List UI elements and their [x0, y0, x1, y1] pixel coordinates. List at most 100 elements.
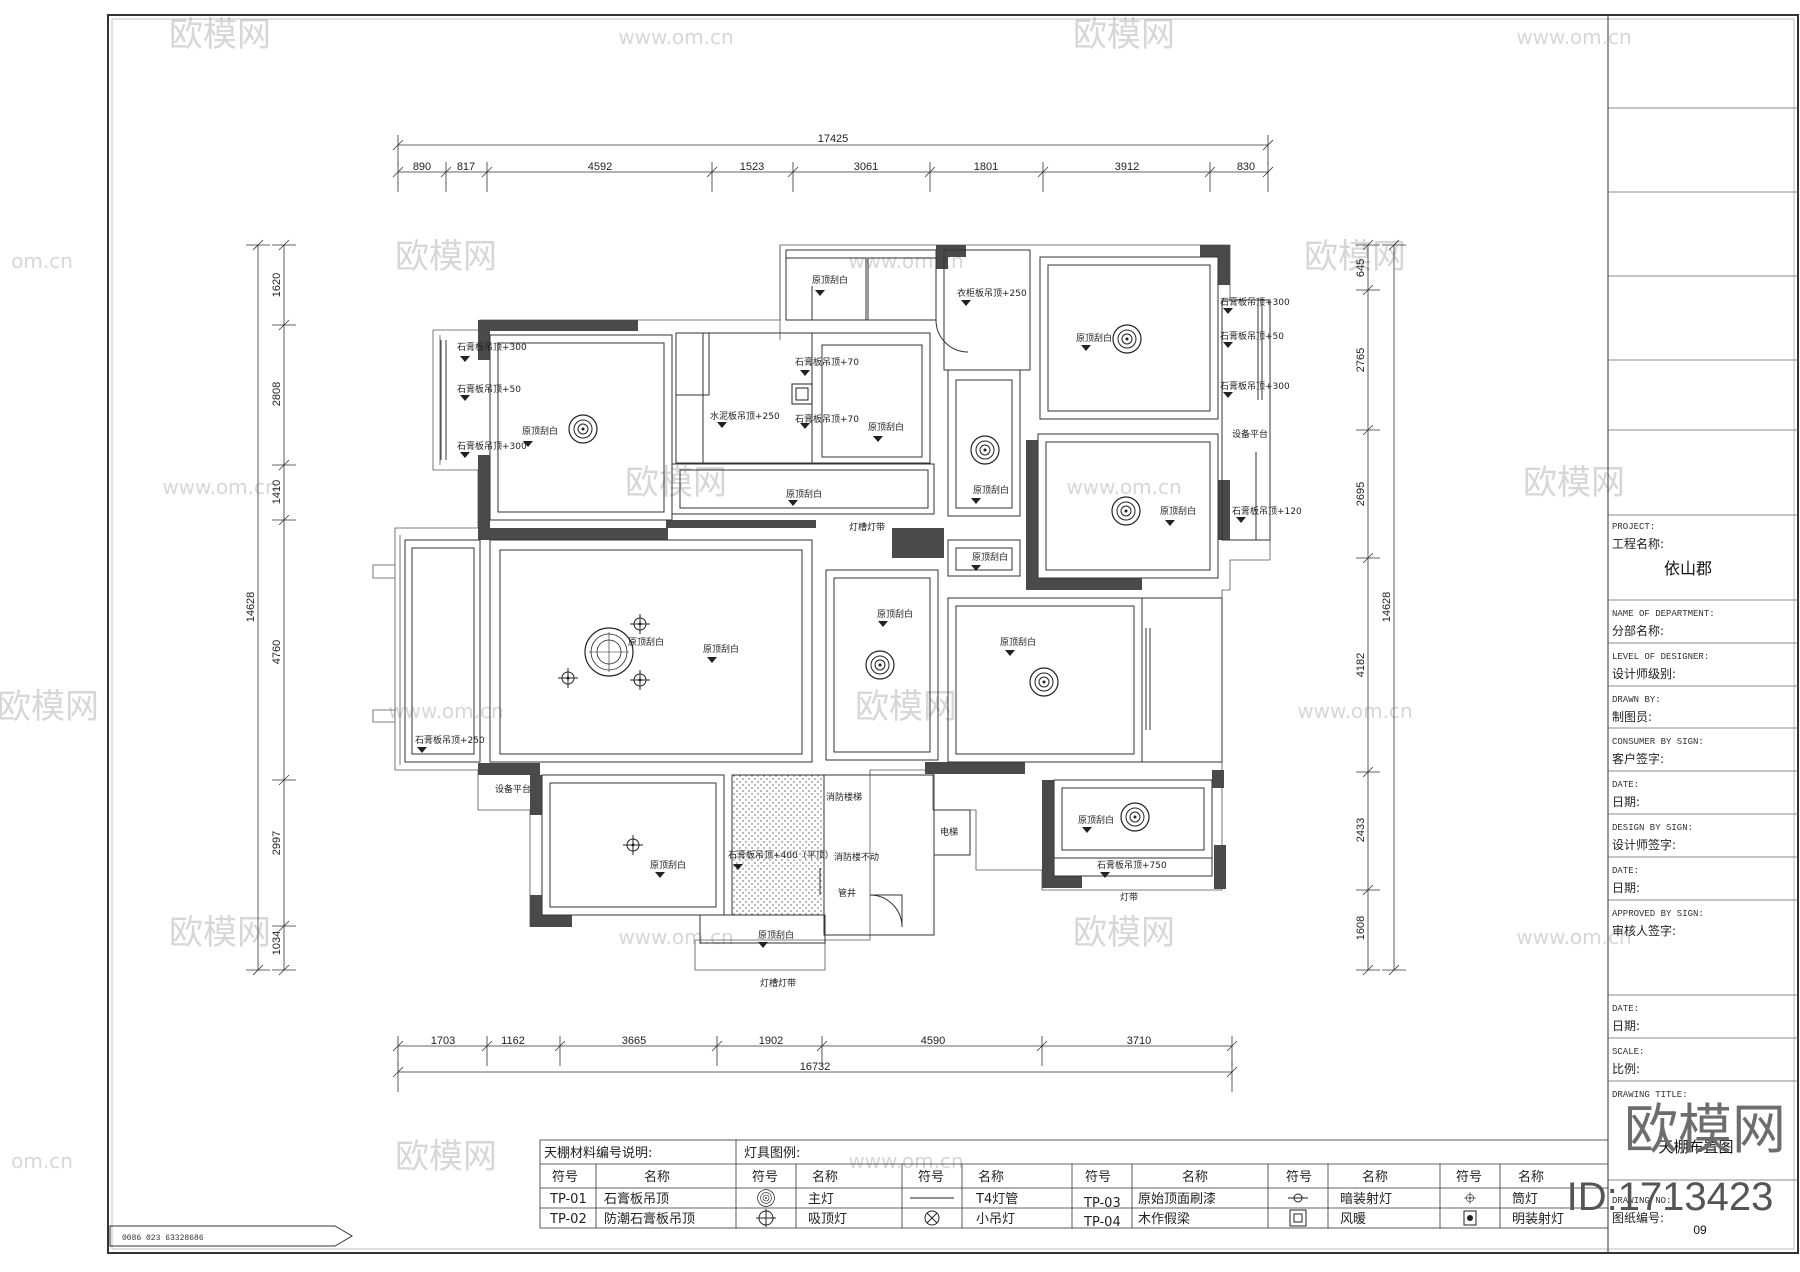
watermark-text: www.om.cn: [388, 699, 503, 723]
dim-right-total: 14628: [1381, 592, 1393, 623]
dim-bottom-seg-6: 3710: [1127, 1035, 1151, 1047]
ceiling-height-label: 衣柜板吊顶+250: [957, 287, 1027, 299]
drawing-no-label-en: DRAWING NO:: [1612, 1196, 1671, 1206]
drawing-title: 天棚布置图: [1658, 1138, 1733, 1156]
legend-pendant: 小吊灯: [976, 1212, 1015, 1227]
dim-bottom-seg-4: 1902: [759, 1035, 783, 1047]
main-lamp-icon: [1111, 496, 1141, 526]
ceiling-height-label: 石膏板吊顶+70: [795, 356, 859, 368]
lights-legend-title: 灯具图例:: [744, 1146, 800, 1161]
room-label: 原顶刮白: [972, 551, 1008, 563]
heater-legend-icon: [1289, 1209, 1307, 1227]
legend-tp04-code: TP-04: [1083, 1215, 1121, 1230]
dim-right-seg-1: 645: [1355, 259, 1367, 277]
footer-bar: 0086 023 63328686: [109, 1225, 353, 1247]
dim-left-total: 14628: [245, 592, 257, 623]
date-label-cn: 日期:: [1612, 881, 1640, 895]
main-lamp-icon: [1029, 667, 1059, 697]
drawing-no-label-cn: 图纸编号:: [1612, 1210, 1664, 1225]
ceiling-height-label: 石膏板吊顶+250: [415, 734, 485, 746]
main-lamp-icon: [1120, 802, 1150, 832]
date-label-en: DATE:: [1612, 866, 1639, 876]
legend-recessed-spot: 暗装射灯: [1340, 1191, 1392, 1207]
ceiling-height-label: 石膏板吊顶+400（平顶）: [728, 849, 834, 861]
room-label: 原顶刮白: [973, 484, 1009, 496]
date-label-cn: 日期:: [1612, 1019, 1640, 1033]
approved-sign-label-en: APPROVED BY SIGN:: [1612, 909, 1704, 919]
structural-walls: [478, 245, 1230, 927]
date-label-en: DATE:: [1612, 780, 1639, 790]
legend-downlight: 筒灯: [1512, 1191, 1538, 1207]
dim-top-seg-5: 3061: [854, 161, 878, 173]
ceiling-height-label: 石膏板吊顶+50: [457, 383, 521, 395]
watermark-text: www.om.cn: [618, 925, 733, 949]
dimension-lines: [246, 135, 1406, 1092]
dim-top-seg-1: 890: [413, 161, 431, 173]
room-label: 原顶刮白: [786, 488, 822, 500]
dim-top-seg-7: 3912: [1115, 161, 1139, 173]
project-label-cn: 工程名称:: [1612, 536, 1664, 551]
ceiling-lamp-legend-icon: [756, 1209, 776, 1227]
room-label: 原顶刮白: [877, 608, 913, 620]
surface-spot-legend-icon: [1463, 1210, 1477, 1226]
ceiling-height-label: 石膏板吊顶+300: [1220, 380, 1290, 392]
room-label: 原顶刮白: [758, 929, 794, 941]
dim-top-seg-2: 817: [457, 161, 475, 173]
spot-lamp-icon: [629, 669, 651, 691]
drawn-by-label-en: DRAWN BY:: [1612, 695, 1661, 705]
id-watermark: ID:1713423: [1567, 1175, 1774, 1219]
dim-left-seg-5: 2997: [271, 831, 283, 855]
room-label: 原顶刮白: [1076, 332, 1112, 344]
legend-col-code: 符号: [1085, 1169, 1111, 1185]
legend-heater: 风暖: [1340, 1212, 1366, 1227]
watermark-text: 欧模网: [395, 1137, 497, 1177]
scale-label-en: SCALE:: [1612, 1047, 1644, 1057]
stair-note-label: 消防楼不动: [834, 851, 879, 863]
legend-surface-spot: 明装射灯: [1512, 1211, 1564, 1227]
dim-right-seg-4: 4182: [1355, 653, 1367, 677]
spot-lamp-icon: [622, 834, 644, 856]
legend-tp03-code: TP-03: [1083, 1196, 1121, 1211]
consumer-sign-label-cn: 客户签字:: [1612, 751, 1664, 766]
room-label: 原顶刮白: [522, 425, 558, 437]
ceiling-height-label: 石膏板吊顶+300: [457, 440, 527, 452]
dim-left-seg-2: 2808: [271, 382, 283, 406]
project-name: 依山郡: [1664, 559, 1712, 578]
ceiling-height-label: 石膏板吊顶+120: [1232, 505, 1302, 517]
equipment-platform-label: 设备平台: [495, 783, 531, 795]
equipment-platform-label: 设备平台: [1232, 428, 1268, 440]
watermark-text: 欧模网: [395, 237, 497, 277]
room-label: 原顶刮白: [1078, 814, 1114, 826]
dim-right-seg-2: 2765: [1355, 348, 1367, 372]
legend-col-code: 符号: [1456, 1169, 1482, 1185]
date-label-cn: 日期:: [1612, 795, 1640, 809]
legend-tp03-name: 原始顶面刷漆: [1138, 1191, 1216, 1207]
footer-code: 0086 023 63328686: [122, 1234, 204, 1243]
date-label-en: DATE:: [1612, 1004, 1639, 1014]
dim-top-seg-6: 1801: [974, 161, 998, 173]
light-strip-label: 灯槽灯带: [849, 521, 885, 533]
drawing-title-label-en: DRAWING TITLE:: [1612, 1090, 1688, 1100]
legend-tp02-name: 防潮石膏板吊顶: [604, 1211, 695, 1227]
main-lamp-icon: [568, 414, 598, 444]
design-sign-label-cn: 设计师签字:: [1612, 837, 1676, 852]
watermark-text: www.om.cn: [1516, 925, 1631, 949]
dim-bottom-seg-3: 3665: [622, 1035, 646, 1047]
room-label: 原顶刮白: [1160, 505, 1196, 517]
label-markers: [417, 290, 1246, 948]
watermark-text: 欧模网: [1073, 15, 1175, 55]
legend-col-name: 名称: [978, 1169, 1004, 1185]
elevator-label: 电梯: [940, 826, 958, 838]
legend-col-code: 符号: [752, 1169, 778, 1185]
ceiling-height-label: 水泥板吊顶+250: [710, 410, 780, 422]
room-label: 原顶刮白: [628, 636, 664, 648]
drawing-inner-frame: [111, 18, 1795, 1250]
well-label: 管井: [838, 887, 856, 899]
watermark-text: 欧模网: [855, 687, 957, 727]
dim-top-seg-8: 830: [1237, 161, 1255, 173]
dim-top-seg-4: 1523: [740, 161, 764, 173]
plan-labels: 原顶刮白 衣柜板吊顶+250 石膏板吊顶+300 石膏板吊顶+50 石膏板吊顶+…: [415, 274, 1302, 989]
watermark-text: www.om.cn: [1066, 475, 1181, 499]
watermark-text: www.om.cn: [1297, 699, 1412, 723]
